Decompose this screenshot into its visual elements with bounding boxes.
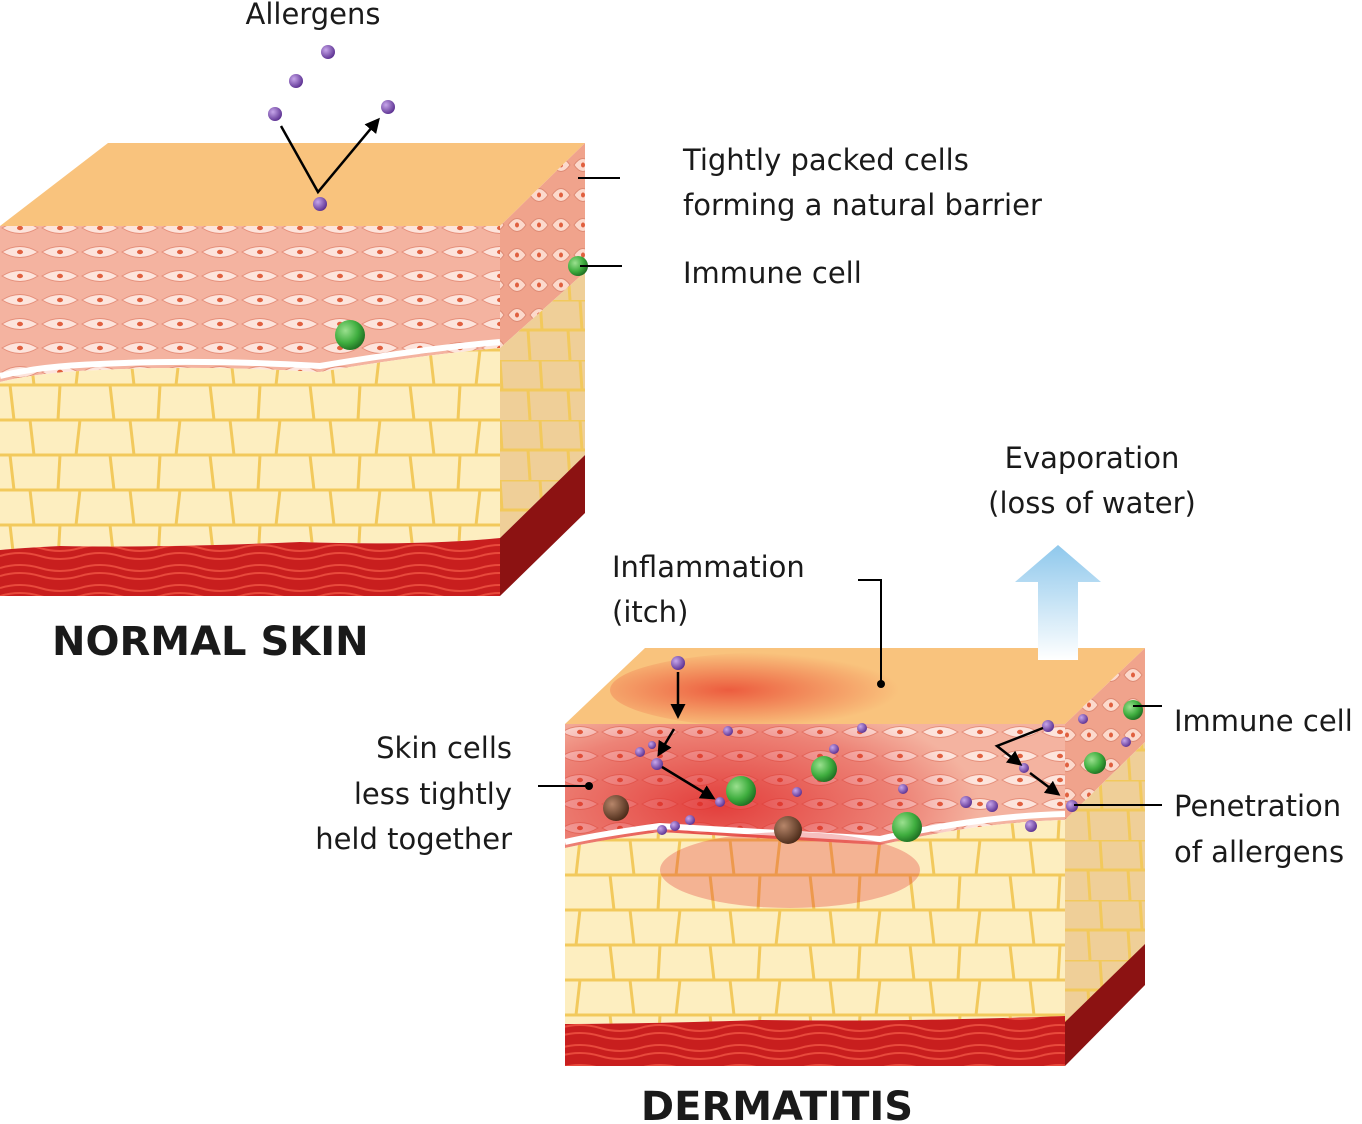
allergen-bounce-arrow — [279, 117, 380, 195]
side-fat — [500, 272, 585, 538]
allergen-dot — [1025, 820, 1037, 832]
immune-cell — [811, 756, 837, 782]
label-inflammation-2: (itch) — [612, 595, 688, 629]
label-tightly-packed-2: forming a natural barrier — [683, 188, 1042, 222]
side-epidermis — [500, 143, 585, 348]
side-muscle-dermatitis — [1065, 944, 1145, 1066]
allergen-dot — [792, 787, 802, 797]
leader-dot — [877, 680, 885, 688]
leader-dot — [585, 782, 593, 790]
label-tightly-packed-1: Tightly packed cells — [682, 143, 969, 177]
immune-cell — [774, 816, 802, 844]
allergen-dot — [898, 784, 908, 794]
allergen-dot — [986, 800, 998, 812]
allergen-dot — [381, 100, 395, 114]
allergen-dot — [685, 815, 695, 825]
evaporation-arrow — [1015, 545, 1101, 660]
allergen-dot — [670, 821, 680, 831]
fat-layer — [0, 348, 500, 550]
immune-cell — [1123, 700, 1143, 720]
label-skin-cells-2: less tightly — [354, 777, 512, 811]
allergen-dot — [671, 656, 685, 670]
allergen-dot — [1121, 737, 1131, 747]
allergen-dot — [1066, 800, 1078, 812]
allergen-dot — [635, 747, 645, 757]
allergen-dot — [657, 825, 667, 835]
immune-cell — [335, 320, 365, 350]
label-penetration-2: of allergens — [1174, 835, 1344, 869]
label-evaporation-1: Evaporation — [1005, 441, 1180, 475]
allergen-dot — [1078, 714, 1088, 724]
deep-inflammation — [660, 832, 920, 908]
allergen-dot — [1019, 763, 1029, 773]
allergen-penetration-arrow — [661, 765, 716, 800]
immune-cell — [892, 812, 922, 842]
label-skin-cells-3: held together — [315, 822, 512, 856]
allergen-dot — [648, 741, 656, 749]
title-dermatitis: DERMATITIS — [641, 1084, 913, 1124]
label-skin-cells-1: Skin cells — [376, 731, 512, 765]
label-penetration-1: Penetration — [1174, 789, 1341, 823]
allergen-penetration-arrow — [994, 726, 1044, 766]
label-inflammation-1: Inflammation — [612, 550, 805, 584]
label-immune-cell-bottom: Immune cell — [1174, 704, 1353, 738]
skin-surface — [0, 143, 585, 226]
allergen-dot — [723, 726, 733, 736]
allergen-dot — [651, 758, 663, 770]
allergen-dot — [1042, 720, 1054, 732]
fat-layer-dermatitis — [565, 820, 1065, 1024]
normal-skin-block — [0, 45, 588, 596]
immune-cell — [726, 776, 756, 806]
side-epidermis-dermatitis — [1065, 648, 1145, 820]
allergen-dot — [289, 74, 303, 88]
leader-inflammation — [858, 579, 882, 684]
allergen-penetration-arrow — [1029, 772, 1061, 796]
immune-cell — [568, 256, 588, 276]
muscle-layer — [0, 538, 500, 596]
allergen-dot — [857, 723, 867, 733]
muscle-layer-dermatitis — [565, 1016, 1065, 1066]
dermatitis-block — [564, 545, 1145, 1066]
label-evaporation-2: (loss of water) — [988, 486, 1196, 520]
allergen-dot — [960, 796, 972, 808]
allergen-dot — [715, 797, 725, 807]
allergen-dot — [829, 744, 839, 754]
basement-membrane — [0, 339, 501, 379]
title-normal-skin: NORMAL SKIN — [52, 619, 369, 665]
immune-cell — [603, 795, 629, 821]
allergen-dot — [313, 197, 327, 211]
side-muscle — [500, 455, 585, 596]
surface-redness — [610, 652, 950, 728]
epidermis-layer — [0, 226, 500, 382]
label-immune-cell-top: Immune cell — [683, 256, 862, 290]
immune-cell — [1084, 752, 1106, 774]
allergen-dot — [321, 45, 335, 59]
label-allergens: Allergens — [246, 0, 381, 31]
allergen-penetration-arrow — [657, 728, 676, 757]
allergen-dot — [268, 107, 282, 121]
